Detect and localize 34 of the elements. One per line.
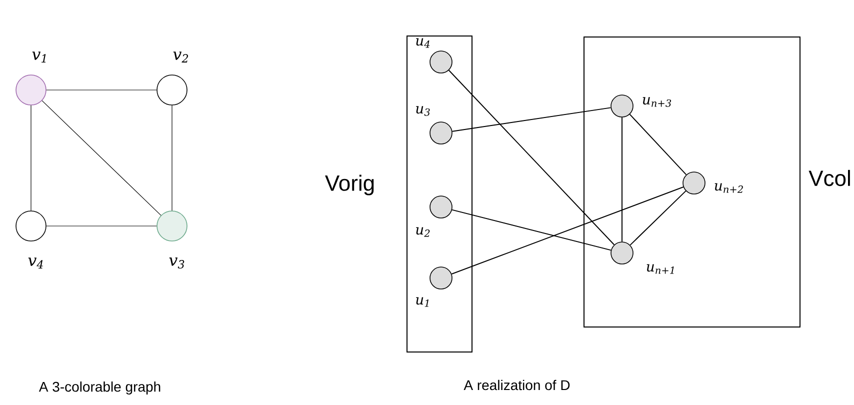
node-label: Vorig xyxy=(325,174,374,196)
edge xyxy=(629,114,687,176)
node-label: v$_{1}$ xyxy=(32,52,46,62)
vertex: v$_{4}$ xyxy=(16,210,46,268)
edge xyxy=(630,190,686,246)
vertex: u$_{4}$ xyxy=(416,38,452,74)
node-label: u$_{1}$ xyxy=(416,297,428,307)
node-label: Vcol xyxy=(808,170,850,186)
vertex: u$_{3}$ xyxy=(416,106,452,144)
vertex: u$_{n+2}$ xyxy=(682,172,743,194)
node-label: u$_{n+3}$ xyxy=(642,97,672,107)
node-label: u$_{3}$ xyxy=(416,106,430,116)
edge xyxy=(451,186,684,274)
vertex: u$_{n+3}$ xyxy=(610,94,672,118)
node-label: u$_{n+1}$ xyxy=(646,264,674,274)
edge xyxy=(448,70,615,246)
edge xyxy=(42,100,162,216)
vertex: v$_{3}$ xyxy=(156,210,188,269)
caption: A realization of D xyxy=(464,380,570,390)
edge xyxy=(30,105,32,211)
vertex: u$_{n+1}$ xyxy=(610,242,674,274)
node-label: v$_{3}$ xyxy=(169,257,184,269)
vertex: u$_{2}$ xyxy=(416,196,452,237)
node-label: v$_{4}$ xyxy=(28,258,43,268)
node-label: u$_{4}$ xyxy=(416,38,430,48)
vertex: v$_{1}$ xyxy=(16,52,46,106)
edge xyxy=(452,107,612,132)
vertex: v$_{2}$ xyxy=(156,52,188,106)
caption: A 3-colorable graph xyxy=(38,381,160,395)
node-label: u$_{2}$ xyxy=(416,227,430,237)
edge xyxy=(452,209,612,251)
node-label: u$_{n+2}$ xyxy=(714,183,743,193)
node-label: v$_{2}$ xyxy=(173,52,188,62)
vertex: u$_{1}$ xyxy=(416,266,452,307)
